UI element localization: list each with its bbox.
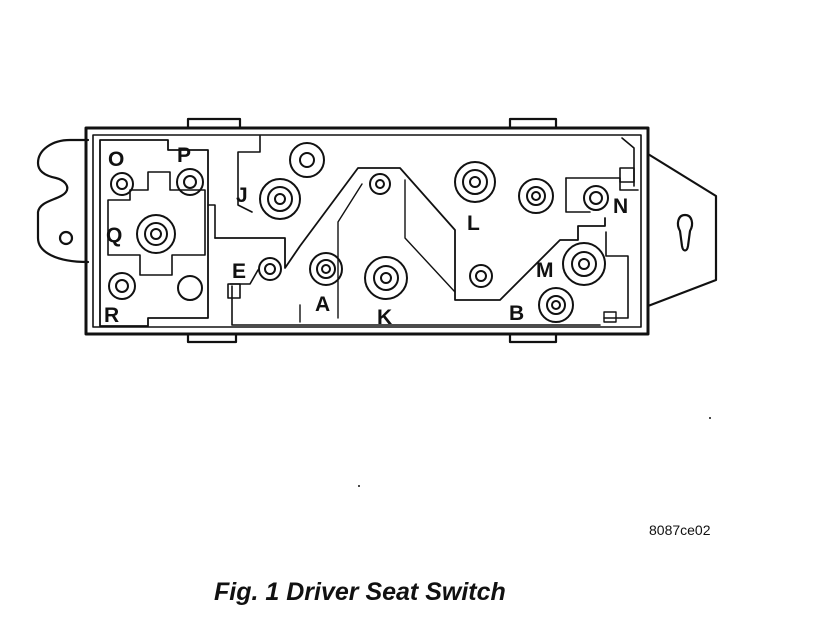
terminal-r-boss — [108, 272, 136, 300]
housing-tab — [508, 332, 558, 344]
left-mount-hole — [58, 230, 74, 246]
label-n: N — [613, 195, 628, 218]
terminal-o-boss — [110, 172, 134, 196]
circuit-trace — [603, 231, 629, 319]
q-section-outline — [99, 139, 209, 327]
label-m: M — [536, 259, 554, 282]
circuit-trace — [565, 177, 591, 213]
terminal-right-ring — [526, 186, 546, 206]
terminal-q-ring — [144, 222, 168, 246]
terminal-q-hole — [150, 228, 162, 240]
contact-pad — [603, 311, 617, 323]
terminal-right-hole — [531, 191, 541, 201]
label-q: Q — [106, 224, 122, 247]
label-l: L — [467, 212, 480, 235]
terminal-l-hole — [469, 176, 481, 188]
terminal-right-boss — [518, 178, 554, 214]
terminal-b-ring — [546, 295, 566, 315]
terminal-e-hole — [264, 263, 276, 275]
terminal-o-hole — [116, 178, 128, 190]
label-o: O — [108, 148, 124, 171]
housing-tab — [186, 117, 242, 130]
speck — [709, 417, 711, 419]
terminal-j-ring — [267, 186, 293, 212]
terminal-lower-l-boss — [469, 264, 493, 288]
terminal-k-hole — [380, 272, 392, 284]
terminal-r-hole — [115, 279, 129, 293]
terminal-b-hole — [551, 300, 561, 310]
circuit-trace — [214, 167, 606, 301]
label-j: J — [236, 184, 248, 207]
terminal-k-boss — [364, 256, 408, 300]
terminal-q-boss — [136, 214, 176, 254]
terminal-upper-j-boss — [289, 142, 325, 178]
circuit-trace — [237, 135, 261, 213]
housing-inner-border — [92, 134, 642, 328]
terminal-n-boss — [583, 185, 609, 211]
terminal-a-hole — [321, 264, 331, 274]
contact-pad — [619, 167, 635, 183]
label-r: R — [104, 304, 119, 327]
circuit-trace — [207, 204, 216, 239]
speck — [358, 485, 360, 487]
terminal-lower-l-hole — [475, 270, 487, 282]
terminal-b-boss — [538, 287, 574, 323]
figure-caption: Fig. 1 Driver Seat Switch — [214, 578, 506, 606]
figure-code: 8087ce02 — [649, 522, 711, 538]
terminal-r-adjacent — [177, 275, 203, 301]
switch-housing — [84, 126, 650, 336]
circuit-trace — [337, 183, 363, 319]
terminal-m-hole — [578, 258, 590, 270]
right-mounting-ear — [646, 152, 718, 308]
terminal-l-boss — [454, 161, 496, 203]
circuit-trace — [404, 179, 456, 293]
label-k: K — [377, 306, 392, 329]
label-e: E — [232, 260, 246, 283]
terminal-center-top-hole — [375, 179, 385, 189]
left-mounting-ear — [36, 138, 90, 264]
terminal-a-ring — [316, 259, 336, 279]
housing-tab — [508, 117, 558, 130]
terminal-e-boss — [258, 257, 282, 281]
terminal-m-boss — [562, 242, 606, 286]
terminal-l-ring — [462, 169, 488, 195]
q-cross-plate — [107, 171, 206, 276]
label-a: A — [315, 293, 330, 316]
terminal-n-hole — [589, 191, 603, 205]
circuit-trace — [565, 177, 639, 191]
terminal-j-hole — [274, 193, 286, 205]
terminal-p-boss — [176, 168, 204, 196]
terminal-a-boss — [309, 252, 343, 286]
label-p: P — [177, 144, 191, 167]
terminal-p-hole — [183, 175, 197, 189]
keyhole-slot — [676, 213, 694, 252]
terminal-m-ring — [571, 251, 597, 277]
circuit-trace — [231, 285, 601, 326]
contact-pad — [227, 283, 241, 299]
circuit-trace — [621, 137, 635, 187]
label-b: B — [509, 302, 524, 325]
terminal-upper-j-hole — [299, 152, 315, 168]
terminal-k-ring — [373, 265, 399, 291]
terminal-center-top-boss — [369, 173, 391, 195]
terminal-j-boss — [259, 178, 301, 220]
housing-tab — [186, 332, 238, 344]
